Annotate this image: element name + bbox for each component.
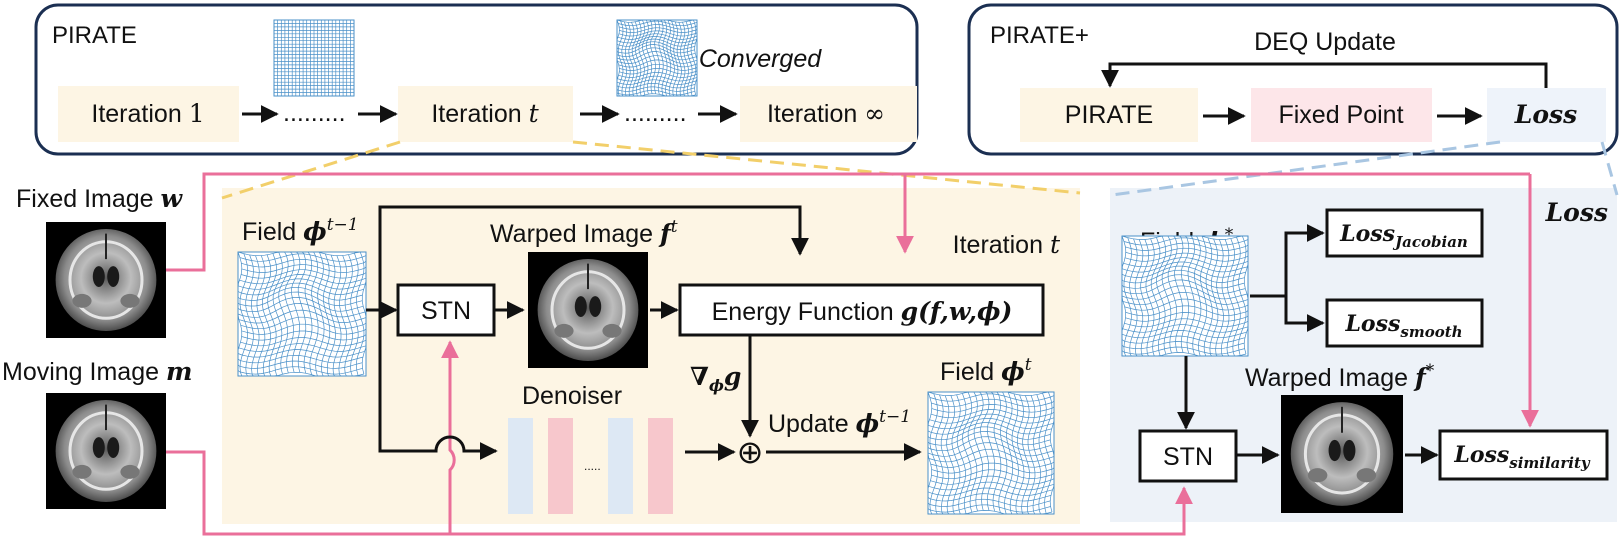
denoiser-layer-2 bbox=[548, 418, 573, 514]
pirate-plus-pirate-text: PIRATE bbox=[1065, 101, 1153, 129]
loss-smooth-box bbox=[1325, 298, 1484, 348]
warped-image-star bbox=[1281, 395, 1403, 513]
gradient-label: ∇ϕg bbox=[690, 362, 741, 395]
pink-line-fixed-top bbox=[166, 172, 1530, 272]
iteration-inf-box bbox=[740, 86, 917, 142]
iteration-panel-title: Iteration t bbox=[953, 230, 1061, 259]
loss-smooth-text: Losssmooth bbox=[1344, 311, 1462, 341]
converged-label: Converged bbox=[699, 45, 822, 73]
stn-star-box bbox=[1138, 429, 1238, 483]
iteration-1-text: Iteration 1 bbox=[91, 99, 204, 128]
warped-grid-thumbnail bbox=[616, 19, 698, 97]
pirate-plus-loss-box bbox=[1487, 88, 1606, 142]
pink-line-moving-to-stn bbox=[441, 340, 459, 534]
fixed-point-text: Fixed Point bbox=[1278, 101, 1403, 129]
iteration-inf-text: Iteration ∞ bbox=[767, 99, 885, 128]
arrow-field-to-losses bbox=[1250, 224, 1325, 298]
field-prev-label: Field ϕt−1 bbox=[242, 215, 359, 246]
warped-image-t-label: Warped Image ft bbox=[490, 217, 678, 248]
pirate-plus-title: PIRATE+ bbox=[990, 22, 1089, 49]
loss-similarity-box bbox=[1438, 429, 1609, 481]
stn-box bbox=[396, 283, 496, 337]
stn-text: STN bbox=[421, 297, 471, 325]
deq-feedback-arrow bbox=[1101, 62, 1548, 88]
moving-image-label: Moving Image m bbox=[2, 357, 192, 386]
iteration-t-text: Iteration t bbox=[431, 99, 539, 128]
denoiser-layer-1 bbox=[508, 418, 533, 514]
pirate-plus-loss-text: Loss bbox=[1514, 100, 1577, 129]
arrow-field-to-energy-top bbox=[378, 205, 809, 310]
field-star-grid bbox=[1121, 235, 1249, 357]
dots-2: ......... bbox=[624, 99, 687, 127]
energy-function-text: Energy Function g(f,w,ϕ) bbox=[712, 297, 1013, 326]
arrow-field-to-loss-smooth bbox=[1284, 296, 1325, 332]
denoiser-dots: ..... bbox=[584, 459, 601, 473]
iteration-t-box bbox=[398, 86, 573, 142]
denoiser-layer-3 bbox=[608, 418, 633, 514]
denoiser-layer-4 bbox=[648, 418, 673, 514]
denoiser-label: Denoiser bbox=[522, 382, 622, 410]
fixed-image-label: Fixed Image w bbox=[16, 184, 184, 213]
stn-star-text: STN bbox=[1163, 443, 1213, 471]
loss-panel-title: Loss bbox=[1545, 198, 1608, 227]
pink-line-moving bbox=[166, 450, 1193, 536]
loss-jacobian-text: LossJacobian bbox=[1339, 221, 1468, 251]
regular-grid-thumbnail bbox=[273, 19, 355, 97]
fixed-image bbox=[46, 222, 166, 338]
field-t-grid bbox=[927, 391, 1055, 515]
update-label: Update ϕt−1 bbox=[768, 407, 911, 438]
loss-similarity-text: Losssimilarity bbox=[1453, 442, 1591, 472]
field-prev-grid bbox=[237, 251, 367, 377]
zoom-guide-right bbox=[572, 140, 1081, 195]
pirate-panel-title: PIRATE bbox=[52, 22, 137, 49]
energy-function-box bbox=[678, 283, 1045, 337]
fixed-point-box bbox=[1251, 88, 1432, 142]
loss-jacobian-box bbox=[1325, 208, 1484, 258]
arrow-field-to-denoiser bbox=[378, 310, 498, 460]
warped-image-star-label: Warped Image f* bbox=[1245, 361, 1435, 392]
field-t-label: Field ϕt bbox=[940, 355, 1032, 386]
warped-image-t bbox=[528, 252, 648, 368]
zoom-guide-left bbox=[221, 140, 401, 200]
pirate-plus-pirate-box bbox=[1020, 88, 1198, 142]
moving-image bbox=[46, 393, 166, 509]
deq-update-label: DEQ Update bbox=[1254, 28, 1396, 56]
dots-1: ......... bbox=[283, 99, 346, 127]
iteration-1-box bbox=[58, 86, 239, 142]
oplus-symbol: ⊕ bbox=[737, 434, 764, 470]
loss-zoom-guide-right bbox=[1600, 141, 1619, 196]
